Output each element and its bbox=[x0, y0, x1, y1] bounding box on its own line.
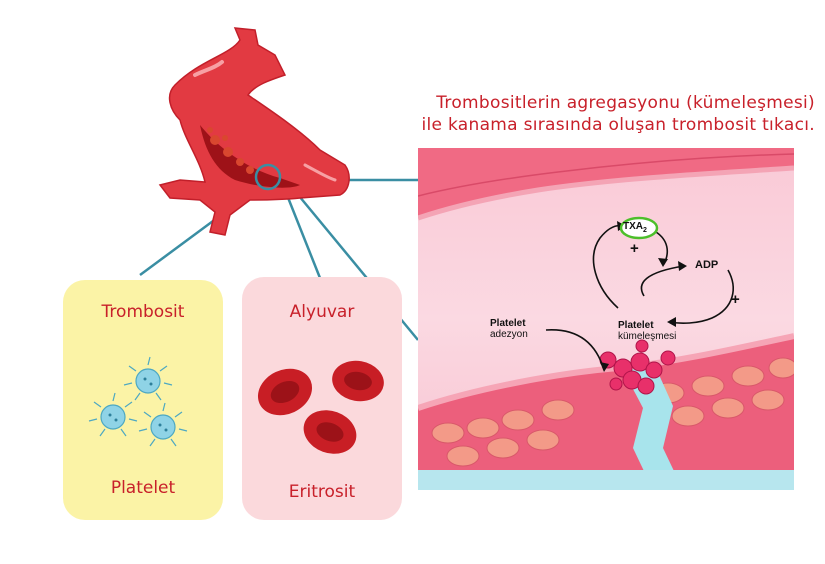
platelet-cell bbox=[88, 392, 138, 437]
plus-sign-txa: + bbox=[630, 240, 639, 257]
aggregation-to-adp-arrow bbox=[640, 265, 685, 297]
erythrocyte-cell bbox=[332, 360, 384, 402]
diagram-title: Trombositlerin agregasyonu (kümeleşmesi)… bbox=[330, 92, 815, 136]
adhesion-arrow bbox=[545, 329, 605, 371]
zoom-circle bbox=[254, 163, 282, 191]
wound-gap bbox=[623, 368, 683, 490]
adhesion-line-1: Platelet bbox=[490, 318, 526, 329]
platelet-cell bbox=[123, 356, 173, 401]
aggregation-line-1: Platelet bbox=[618, 320, 654, 331]
vessel-wall-illustration bbox=[418, 148, 794, 490]
erythrocyte-cell bbox=[257, 368, 313, 416]
title-line-1: Trombositlerin agregasyonu (kümeleşmesi) bbox=[436, 93, 815, 113]
txa2-ring bbox=[619, 216, 659, 240]
erythrocyte-card-top-label: Alyuvar bbox=[289, 302, 355, 322]
erythrocyte-cells bbox=[257, 360, 384, 454]
txa2-label: TXA2 bbox=[623, 221, 647, 234]
upper-vessel-wall bbox=[418, 148, 794, 218]
adhesion-line-2: adezyon bbox=[490, 329, 528, 340]
erythrocyte-cell bbox=[303, 410, 357, 454]
plus-sign-adp: + bbox=[731, 291, 740, 308]
platelet-card: Trombosit Platelet bbox=[63, 280, 223, 520]
aggregation-diagram-panel: TXA2 ADP + + Platelet adezyon Platelet k… bbox=[418, 148, 794, 490]
platelet-plug bbox=[599, 339, 676, 395]
adp-label: ADP bbox=[695, 259, 719, 271]
erythrocyte-card: Alyuvar Eritrosit bbox=[242, 277, 402, 520]
blood-vessel bbox=[158, 27, 350, 236]
platelet-adhesion-label: Platelet adezyon bbox=[490, 318, 528, 340]
adp-to-aggregation-arrow bbox=[669, 269, 734, 324]
connector-to-erythrocyte-card bbox=[283, 189, 322, 279]
aggregation-to-txa-arrow bbox=[592, 224, 625, 309]
platelet-aggregation-label: Platelet kümeleşmesi bbox=[618, 320, 676, 342]
platelet-cells bbox=[88, 356, 188, 447]
platelet-card-top-label: Trombosit bbox=[101, 302, 185, 322]
erythrocyte-card-bottom-label: Eritrosit bbox=[288, 482, 356, 502]
platelet-cell bbox=[138, 402, 188, 447]
platelet-card-bottom-label: Platelet bbox=[110, 478, 176, 498]
aggregation-line-2: kümeleşmesi bbox=[618, 331, 677, 342]
title-line-2: ile kanama sırasında oluşan trombosit tı… bbox=[421, 115, 815, 135]
